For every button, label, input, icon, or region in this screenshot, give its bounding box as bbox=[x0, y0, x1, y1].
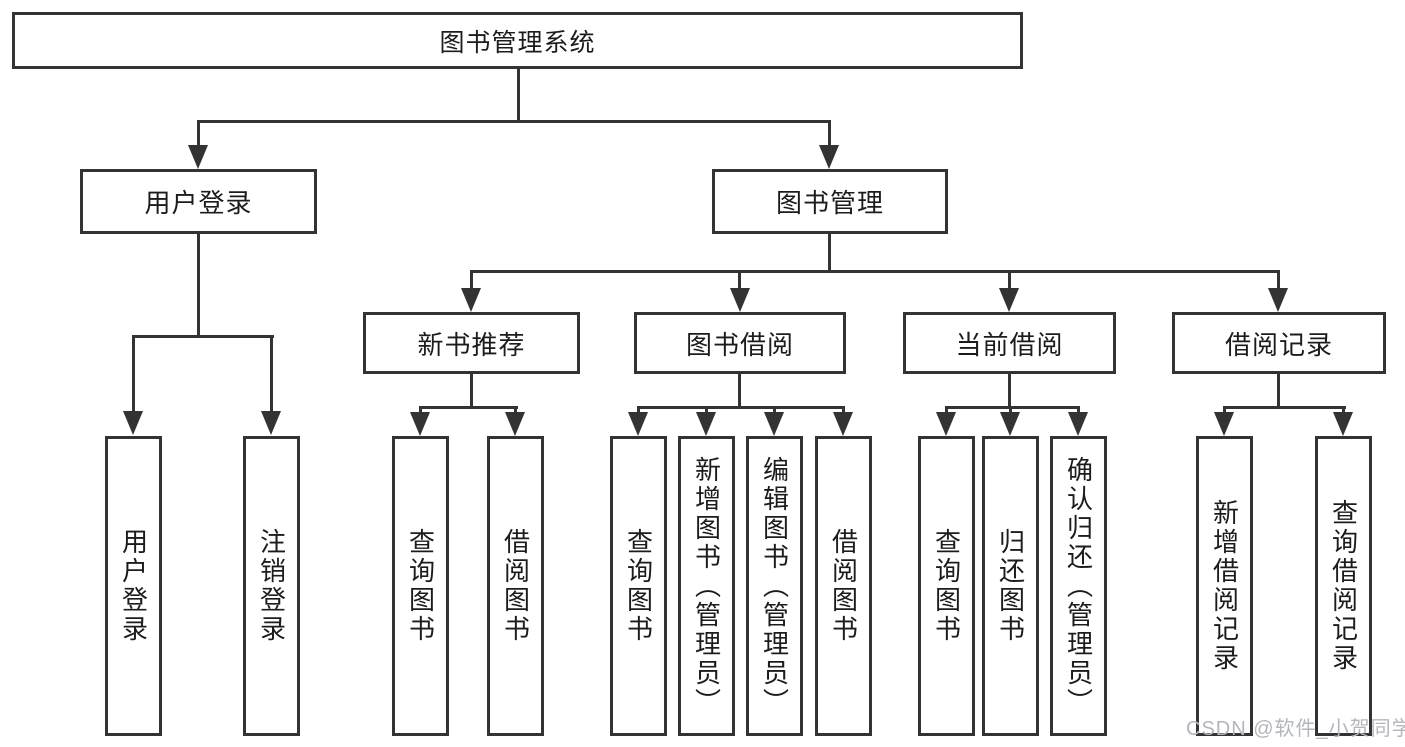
connector-login-arm bbox=[270, 335, 273, 413]
connector-current-arm bbox=[1009, 406, 1012, 414]
leaf-edit-books-admin: 编辑图书（管理员） bbox=[746, 436, 803, 736]
connector-borrow-arm bbox=[842, 406, 845, 414]
arrowhead bbox=[833, 412, 853, 436]
connector-records-arm bbox=[1342, 406, 1345, 414]
connector-borrow-bar bbox=[637, 406, 845, 409]
connector-mgmt-arm bbox=[738, 270, 741, 290]
node-new-book-recommend: 新书推荐 bbox=[363, 312, 580, 374]
connector-mgmt-bar bbox=[470, 270, 1280, 273]
node-book-management: 图书管理 bbox=[712, 169, 948, 234]
connector-borrow-arm bbox=[637, 406, 640, 414]
leaf-query-books-recommend: 查询图书 bbox=[392, 436, 449, 736]
connector-login-arm bbox=[132, 335, 135, 413]
connector-recommend-stem bbox=[470, 374, 473, 408]
connector-records-bar bbox=[1223, 406, 1346, 409]
connector-mgmt-arm bbox=[470, 270, 473, 290]
leaf-query-books-borrow: 查询图书 bbox=[610, 436, 667, 736]
arrowhead bbox=[730, 288, 750, 312]
leaf-borrow-books: 借阅图书 bbox=[815, 436, 872, 736]
arrowhead bbox=[999, 288, 1019, 312]
leaf-return-books: 归还图书 bbox=[982, 436, 1039, 736]
connector-recommend-arm bbox=[419, 406, 422, 414]
connector-mgmt-arm bbox=[1008, 270, 1011, 290]
arrowhead bbox=[1333, 412, 1353, 436]
leaf-confirm-return-admin: 确认归还（管理员） bbox=[1050, 436, 1107, 736]
node-library-management-system: 图书管理系统 bbox=[12, 12, 1023, 69]
leaf-add-borrow-record: 新增借阅记录 bbox=[1196, 436, 1253, 736]
arrowhead bbox=[696, 412, 716, 436]
connector-current-arm bbox=[945, 406, 948, 414]
arrowhead bbox=[1268, 288, 1288, 312]
arrowhead bbox=[764, 412, 784, 436]
arrowhead bbox=[188, 145, 208, 169]
connector-root-bar bbox=[197, 120, 831, 123]
node-user-login: 用户登录 bbox=[80, 169, 317, 234]
arrowhead bbox=[628, 412, 648, 436]
connector-current-arm bbox=[1077, 406, 1080, 414]
leaf-query-borrow-record: 查询借阅记录 bbox=[1315, 436, 1372, 736]
connector-current-bar bbox=[945, 406, 1080, 409]
node-borrow-records: 借阅记录 bbox=[1172, 312, 1386, 374]
leaf-logout: 注销登录 bbox=[243, 436, 300, 736]
connector-root-arm-left bbox=[197, 120, 200, 147]
connector-recommend-bar bbox=[419, 406, 518, 409]
node-book-borrow: 图书借阅 bbox=[634, 312, 846, 374]
arrowhead bbox=[410, 412, 430, 436]
connector-recommend-arm bbox=[514, 406, 517, 414]
connector-records-stem bbox=[1277, 374, 1280, 408]
connector-mgmt-stem bbox=[828, 234, 831, 272]
arrowhead bbox=[1000, 412, 1020, 436]
leaf-query-books-current: 查询图书 bbox=[918, 436, 975, 736]
arrowhead bbox=[936, 412, 956, 436]
connector-login-stem bbox=[197, 234, 200, 336]
arrowhead bbox=[1214, 412, 1234, 436]
node-current-borrow: 当前借阅 bbox=[903, 312, 1116, 374]
connector-mgmt-arm bbox=[1277, 270, 1280, 290]
arrowhead bbox=[505, 412, 525, 436]
connector-borrow-stem bbox=[738, 374, 741, 408]
watermark: CSDN @软件_小贺同学 bbox=[1186, 718, 1405, 740]
arrowhead bbox=[1068, 412, 1088, 436]
connector-root-stem bbox=[517, 69, 520, 121]
arrowhead bbox=[261, 411, 281, 435]
leaf-borrow-books-recommend: 借阅图书 bbox=[487, 436, 544, 736]
connector-records-arm bbox=[1223, 406, 1226, 414]
connector-current-stem bbox=[1008, 374, 1011, 408]
leaf-user-login: 用户登录 bbox=[105, 436, 162, 736]
arrowhead bbox=[819, 145, 839, 169]
arrowhead bbox=[461, 288, 481, 312]
connector-root-arm-right bbox=[828, 120, 831, 147]
arrowhead bbox=[123, 411, 143, 435]
connector-borrow-arm bbox=[773, 406, 776, 414]
connector-borrow-arm bbox=[705, 406, 708, 414]
connector-login-bar bbox=[132, 335, 274, 338]
leaf-add-books-admin: 新增图书（管理员） bbox=[678, 436, 735, 736]
